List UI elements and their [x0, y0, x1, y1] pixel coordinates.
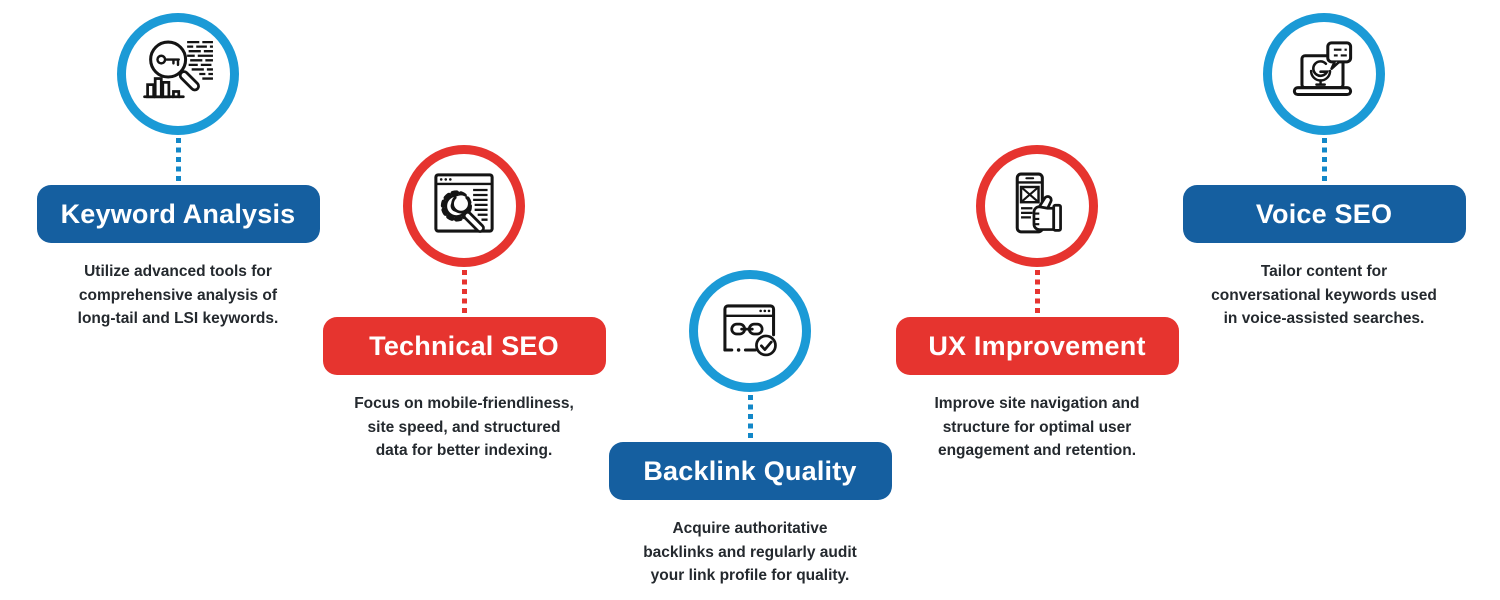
ux-improvement-circle	[976, 145, 1098, 267]
description-line: backlinks and regularly audit	[643, 543, 857, 561]
step-badge: UX Improvement	[895, 317, 1179, 375]
step-badge: Technical SEO	[322, 317, 606, 375]
step-technical-seo: Technical SEO Focus on mobile-friendline…	[320, 145, 608, 463]
step-title: UX Improvement	[928, 330, 1146, 361]
description-line: engagement and retention.	[937, 442, 1137, 459]
step-badge: Voice SEO	[1182, 185, 1466, 243]
description-line: Tailor content for	[1260, 263, 1388, 280]
description-line: site speed, and structured	[367, 418, 561, 436]
step-description: Focus on mobile-friendliness, site speed…	[320, 392, 608, 463]
step-description: Tailor content for conversational keywor…	[1180, 260, 1468, 331]
browser-gear-wrench-icon	[434, 173, 494, 233]
description-line: data for better indexing.	[375, 442, 553, 459]
dotted-connector	[1034, 270, 1040, 314]
dotted-connector	[1321, 138, 1327, 182]
keyword-analysis-circle	[117, 13, 239, 135]
description-line: comprehensive analysis of	[78, 286, 278, 304]
dotted-connector	[461, 270, 467, 314]
description-line: long-tail and LSI keywords.	[77, 310, 279, 327]
step-voice-seo: Voice SEO Tailor content for conversatio…	[1180, 13, 1468, 331]
step-title: Keyword Analysis	[60, 198, 296, 229]
description-line: in voice-assisted searches.	[1223, 310, 1425, 327]
phone-thumbs-up-icon	[1015, 172, 1062, 234]
backlink-quality-circle	[689, 270, 811, 392]
dotted-connector	[747, 395, 753, 439]
step-keyword-analysis: Keyword Analysis Utilize advanced tools …	[34, 13, 322, 331]
step-badge: Backlink Quality	[608, 442, 892, 500]
step-ux-improvement: UX Improvement Improve site navigation a…	[893, 145, 1181, 463]
step-backlink-quality: Backlink Quality Acquire authoritative b…	[606, 270, 894, 588]
keyword-magnifier-chart-icon	[143, 40, 213, 99]
step-description: Acquire authoritative backlinks and regu…	[606, 517, 894, 588]
description-line: Improve site navigation and	[934, 395, 1140, 412]
description-line: your link profile for quality.	[650, 567, 850, 584]
step-title: Voice SEO	[1255, 198, 1393, 229]
description-line: structure for optimal user	[942, 418, 1132, 436]
dotted-connector	[175, 138, 181, 182]
technical-seo-circle	[403, 145, 525, 267]
laptop-voice-bubble-icon	[1292, 41, 1353, 97]
description-line: Utilize advanced tools for	[84, 263, 272, 280]
description-line: Acquire authoritative	[672, 520, 828, 537]
browser-link-check-icon	[723, 304, 777, 357]
step-title: Backlink Quality	[643, 455, 857, 486]
description-line: Focus on mobile-friendliness,	[354, 395, 574, 412]
step-description: Improve site navigation and structure fo…	[893, 392, 1181, 463]
description-line: conversational keywords used	[1211, 286, 1437, 304]
step-description: Utilize advanced tools for comprehensive…	[34, 260, 322, 331]
step-title: Technical SEO	[369, 330, 559, 361]
step-badge: Keyword Analysis	[36, 185, 320, 243]
voice-seo-circle	[1263, 13, 1385, 135]
